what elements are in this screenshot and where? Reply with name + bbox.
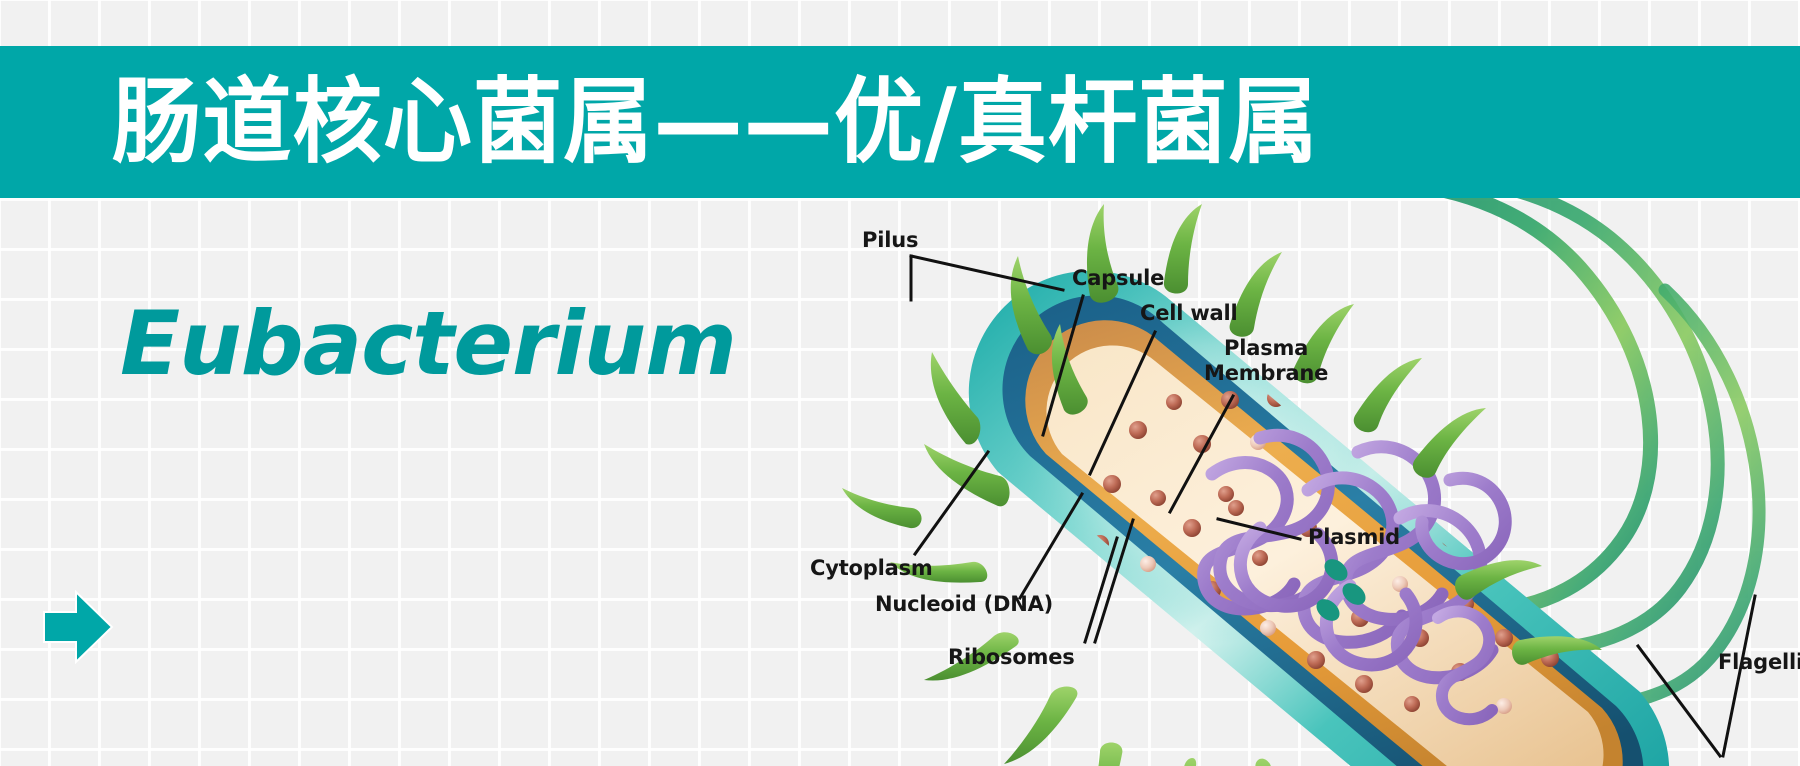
page-title: 肠道核心菌属——优/真杆菌属 (112, 67, 1319, 176)
diagram-label-capsule: Capsule (1072, 266, 1165, 290)
diagram-label-cytoplasm: Cytoplasm (810, 556, 933, 580)
diagram-label-ribosomes: Ribosomes (948, 645, 1075, 669)
bacterium-diagram (842, 198, 1766, 766)
diagram-label-cell-wall: Cell wall (1140, 301, 1238, 325)
diagram-label-nucleoid: Nucleoid (DNA) (875, 592, 1054, 616)
genus-name: Eubacterium (120, 292, 737, 395)
diagram-label-pilus: Pilus (862, 228, 919, 252)
next-arrow-icon[interactable] (42, 590, 114, 664)
diagram-label-flagelli: Flagelli (1718, 650, 1800, 674)
diagram-label-plasma-membrane: Plasma Membrane (1204, 336, 1329, 385)
title-banner: 肠道核心菌属——优/真杆菌属 (0, 46, 1800, 198)
diagram-label-plasmid: Plasmid (1308, 525, 1400, 549)
